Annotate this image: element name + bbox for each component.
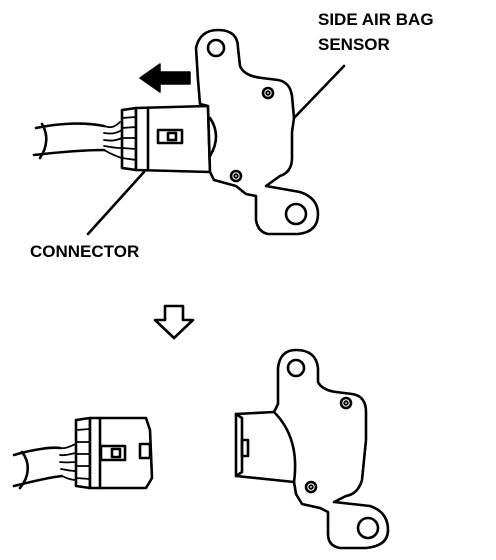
wire-harness-top — [32, 121, 123, 160]
side-air-bag-sensor-bottom — [234, 348, 390, 550]
separated-view — [12, 348, 390, 550]
sensor-leader-line — [292, 64, 346, 120]
sensor-label-line2: SENSOR — [318, 35, 390, 54]
connector-top — [120, 104, 212, 174]
assembled-view — [32, 28, 346, 236]
connector-leader-line — [86, 170, 146, 236]
side-air-bag-sensor-top — [194, 28, 320, 236]
connector-bottom — [74, 416, 154, 490]
step-down-arrow — [153, 304, 195, 340]
connector-label: CONNECTOR — [30, 242, 139, 261]
sensor-label-line1: SIDE AIR BAG — [318, 10, 434, 29]
pull-arrow — [139, 63, 191, 93]
wire-harness-bottom — [12, 443, 77, 490]
